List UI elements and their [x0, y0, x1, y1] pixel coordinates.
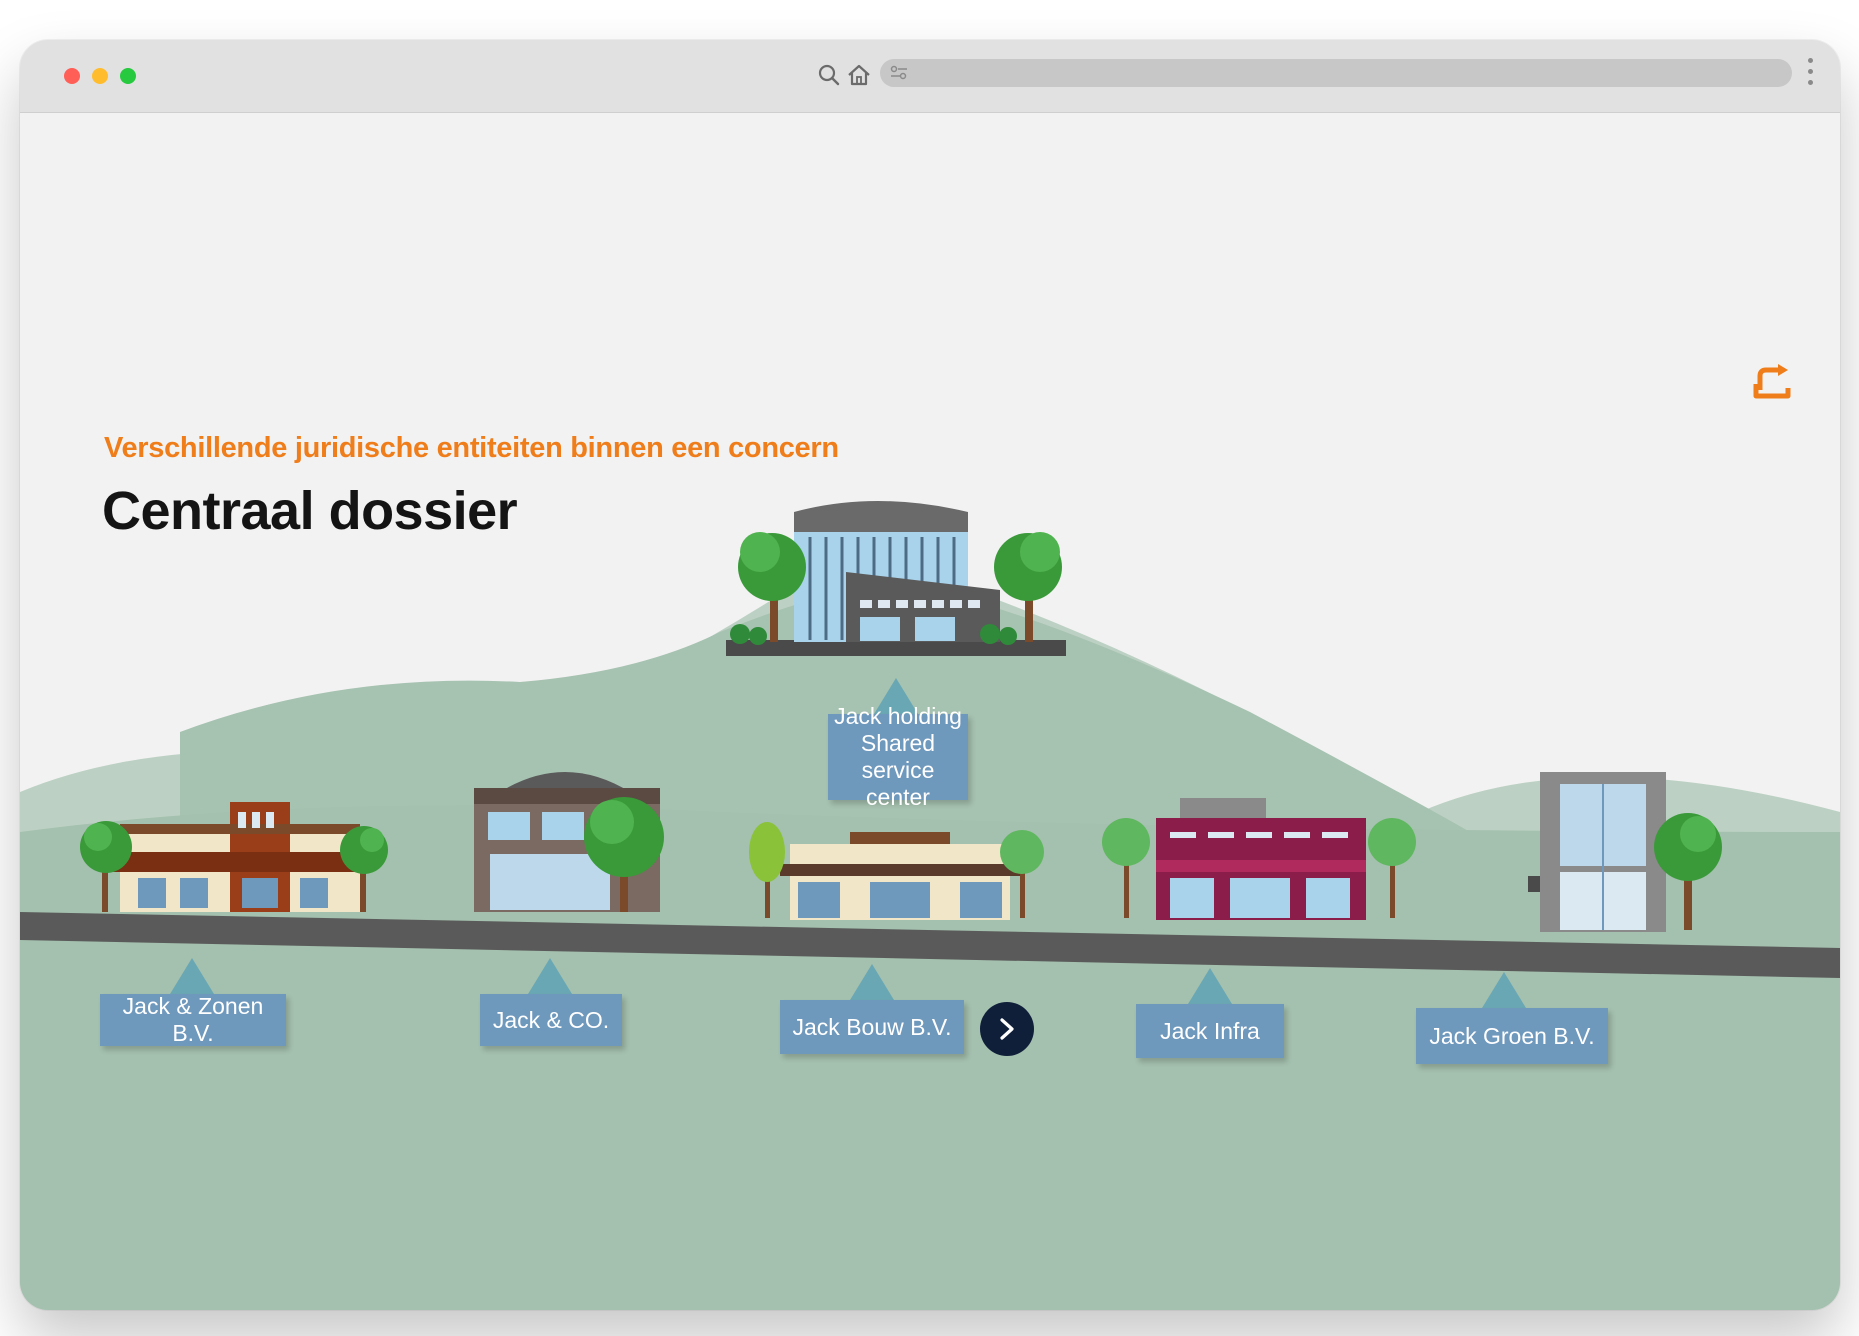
- holding-label[interactable]: Jack holding Shared service center: [828, 703, 968, 810]
- holding-label-line2: Shared service: [860, 730, 936, 783]
- entity-pointer: [528, 958, 572, 994]
- browser-window: Verschillende juridische entiteiten binn…: [20, 40, 1840, 1310]
- building-jack-co: [474, 772, 664, 912]
- next-button[interactable]: [980, 1002, 1034, 1056]
- close-window-button[interactable]: [64, 68, 80, 84]
- building-jack-infra: [1102, 798, 1416, 920]
- entity-label-jack-zonen[interactable]: Jack & Zonen B.V.: [100, 993, 286, 1046]
- browser-titlebar: [20, 40, 1840, 113]
- entity-label-jack-groen[interactable]: Jack Groen B.V.: [1416, 1008, 1608, 1064]
- building-jack-zonen: [80, 802, 388, 912]
- holding-pointer: [874, 678, 918, 714]
- building-jack-bouw: [749, 822, 1044, 920]
- entity-pointer: [1188, 968, 1232, 1004]
- entity-label-jack-bouw[interactable]: Jack Bouw B.V.: [780, 1000, 964, 1054]
- maximize-window-button[interactable]: [120, 68, 136, 84]
- entity-pointer: [850, 964, 894, 1000]
- site-settings-icon[interactable]: [890, 65, 908, 81]
- more-menu-icon[interactable]: [1808, 58, 1814, 90]
- holding-building: [726, 501, 1066, 656]
- entity-label-jack-co[interactable]: Jack & CO.: [480, 994, 622, 1046]
- search-icon[interactable]: [816, 62, 842, 88]
- page-title: Centraal dossier: [102, 481, 518, 541]
- holding-label-line3: center: [866, 784, 930, 810]
- entity-label-jack-infra[interactable]: Jack Infra: [1136, 1004, 1284, 1058]
- road: [20, 912, 1840, 978]
- holding-label-line1: Jack holding: [834, 703, 962, 729]
- page-subtitle: Verschillende juridische entiteiten binn…: [104, 432, 839, 464]
- address-bar[interactable]: [880, 59, 1792, 87]
- share-icon[interactable]: [1750, 362, 1794, 406]
- home-icon[interactable]: [846, 62, 872, 88]
- chevron-right-icon: [1000, 1018, 1014, 1040]
- minimize-window-button[interactable]: [92, 68, 108, 84]
- page-content: Verschillende juridische entiteiten binn…: [20, 112, 1840, 1310]
- main-hill: [180, 582, 1470, 832]
- building-jack-groen: [1528, 772, 1722, 932]
- entity-pointer: [170, 958, 214, 994]
- landscape-illustration: [20, 501, 1840, 1310]
- entity-pointer: [1482, 972, 1526, 1008]
